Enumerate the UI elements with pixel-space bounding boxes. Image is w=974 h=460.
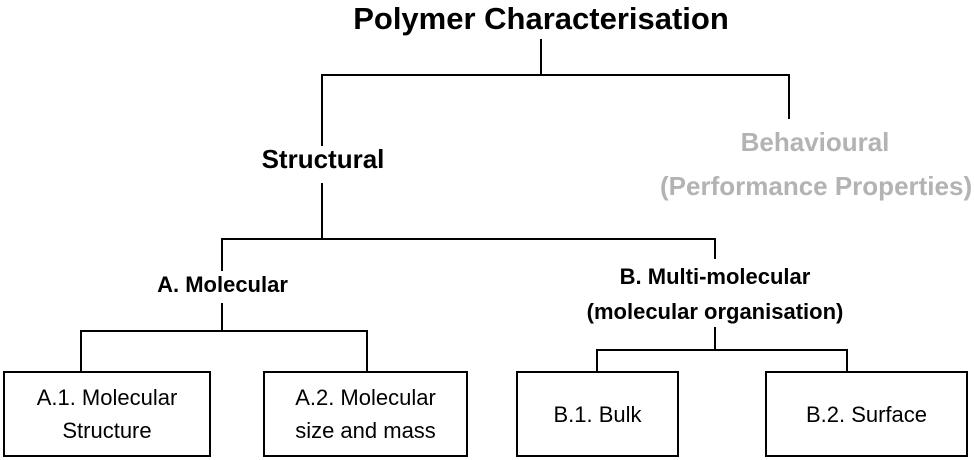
leaf-a2-line2: size and mass — [295, 418, 436, 443]
node-multimolecular-line1: B. Multi-molecular — [619, 264, 811, 289]
node-molecular: A. Molecular — [157, 272, 288, 297]
leaf-a1-line1: A.1. Molecular — [36, 385, 178, 410]
leaf-b1-text: B.1. Bulk — [553, 401, 642, 427]
node-multimolecular: B. Multi-molecular (molecular organisati… — [540, 259, 890, 329]
leaf-a2-line1: A.2. Molecular — [295, 385, 436, 410]
leaf-a2-text: A.2. Molecular size and mass — [295, 381, 436, 447]
leaf-box-a1: A.1. Molecular Structure — [3, 371, 211, 457]
node-behavioural: Behavioural (Performance Properties) — [660, 120, 973, 208]
leaf-a1-text: A.1. Molecular Structure — [37, 381, 178, 447]
leaf-b2-text: B.2. Surface — [805, 401, 928, 427]
leaf-box-a2: A.2. Molecular size and mass — [263, 371, 468, 457]
node-multimolecular-line2: (molecular organisation) — [586, 299, 844, 324]
node-structural: Structural — [261, 144, 385, 174]
leaf-box-b2: B.2. Surface — [765, 371, 968, 457]
node-behavioural-line1: Behavioural — [740, 127, 890, 157]
node-behavioural-line2: (Performance Properties) — [660, 171, 973, 201]
leaf-a1-line2: Structure — [62, 418, 152, 443]
diagram-title: Polymer Characterisation — [353, 1, 729, 36]
leaf-box-b1: B.1. Bulk — [516, 371, 679, 457]
